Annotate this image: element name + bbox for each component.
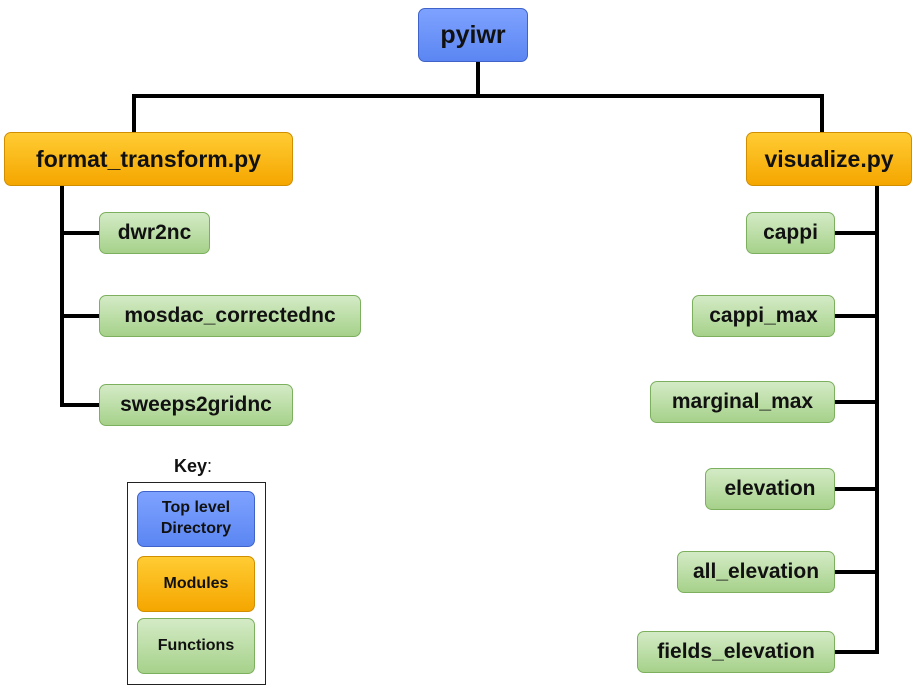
legend-item-directory: Top level Directory: [137, 491, 255, 547]
module-node-visualize: visualize.py: [746, 132, 912, 186]
function-node-fields-elevation: fields_elevation: [637, 631, 835, 673]
function-node-elevation: elevation: [705, 468, 835, 510]
legend-box: Top level Directory Modules Functions: [127, 482, 266, 685]
legend-title: Key:: [174, 456, 213, 476]
function-node-marginal-max: marginal_max: [650, 381, 835, 423]
function-node-dwr2nc: dwr2nc: [99, 212, 210, 254]
function-node-all-elevation: all_elevation: [677, 551, 835, 593]
function-node-sweeps2gridnc: sweeps2gridnc: [99, 384, 293, 426]
legend-item-function: Functions: [137, 618, 255, 674]
function-node-mosdac-correctednc: mosdac_correctednc: [99, 295, 361, 337]
legend-item-module: Modules: [137, 556, 255, 612]
module-node-format-transform: format_transform.py: [4, 132, 293, 186]
root-node-pyiwr: pyiwr: [418, 8, 528, 62]
function-node-cappi: cappi: [746, 212, 835, 254]
function-node-cappi-max: cappi_max: [692, 295, 835, 337]
